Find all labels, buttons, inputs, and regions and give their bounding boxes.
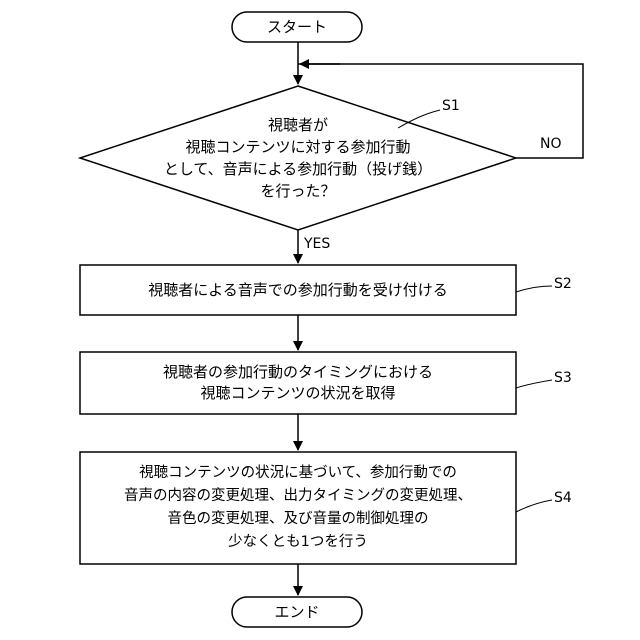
process-line: 視聴者の参加行動のタイミングにおける [163, 362, 433, 383]
decision-line: を行った？ [260, 180, 335, 202]
process-text-s3: 視聴者の参加行動のタイミングにおける 視聴コンテンツの状況を取得 [80, 352, 516, 414]
end-label: エンド [232, 597, 362, 627]
decision-text: 視聴者が 視聴コンテンツに対する参加行動 として、音声による参加行動（投げ銭） … [140, 100, 456, 216]
edge-label-yes: YES [304, 236, 330, 252]
start-label: スタート [232, 12, 362, 42]
leader-s3 [516, 380, 552, 388]
decision-line: として、音声による参加行動（投げ銭） [164, 158, 432, 180]
step-label-s1: S1 [442, 98, 460, 114]
leader-s2 [516, 286, 552, 292]
process-line: 視聴コンテンツの状況に基づいて、参加行動での [139, 462, 457, 485]
edge-label-no: NO [540, 136, 562, 152]
start-label-text: スタート [267, 17, 327, 38]
step-label-s2: S2 [554, 276, 572, 292]
process-text-s2: 視聴者による音声での参加行動を受け付ける [80, 265, 516, 315]
step-label-s4: S4 [554, 490, 572, 506]
decision-line: 視聴者が [268, 114, 328, 136]
leader-s4 [516, 500, 552, 512]
decision-line: 視聴コンテンツに対する参加行動 [185, 136, 410, 158]
process-line: 視聴者による音声での参加行動を受け付ける [148, 280, 448, 301]
process-line: 音色の変更処理、及び音量の制御処理の [168, 508, 429, 531]
end-label-text: エンド [274, 602, 319, 623]
process-line: 少なくとも1つを行う [228, 531, 368, 554]
process-line: 音声の内容の変更処理、出力タイミングの変更処理、 [124, 485, 472, 508]
process-line: 視聴コンテンツの状況を取得 [200, 383, 395, 404]
process-text-s4: 視聴コンテンツの状況に基づいて、参加行動での 音声の内容の変更処理、出力タイミン… [80, 452, 516, 564]
step-label-s3: S3 [554, 370, 572, 386]
